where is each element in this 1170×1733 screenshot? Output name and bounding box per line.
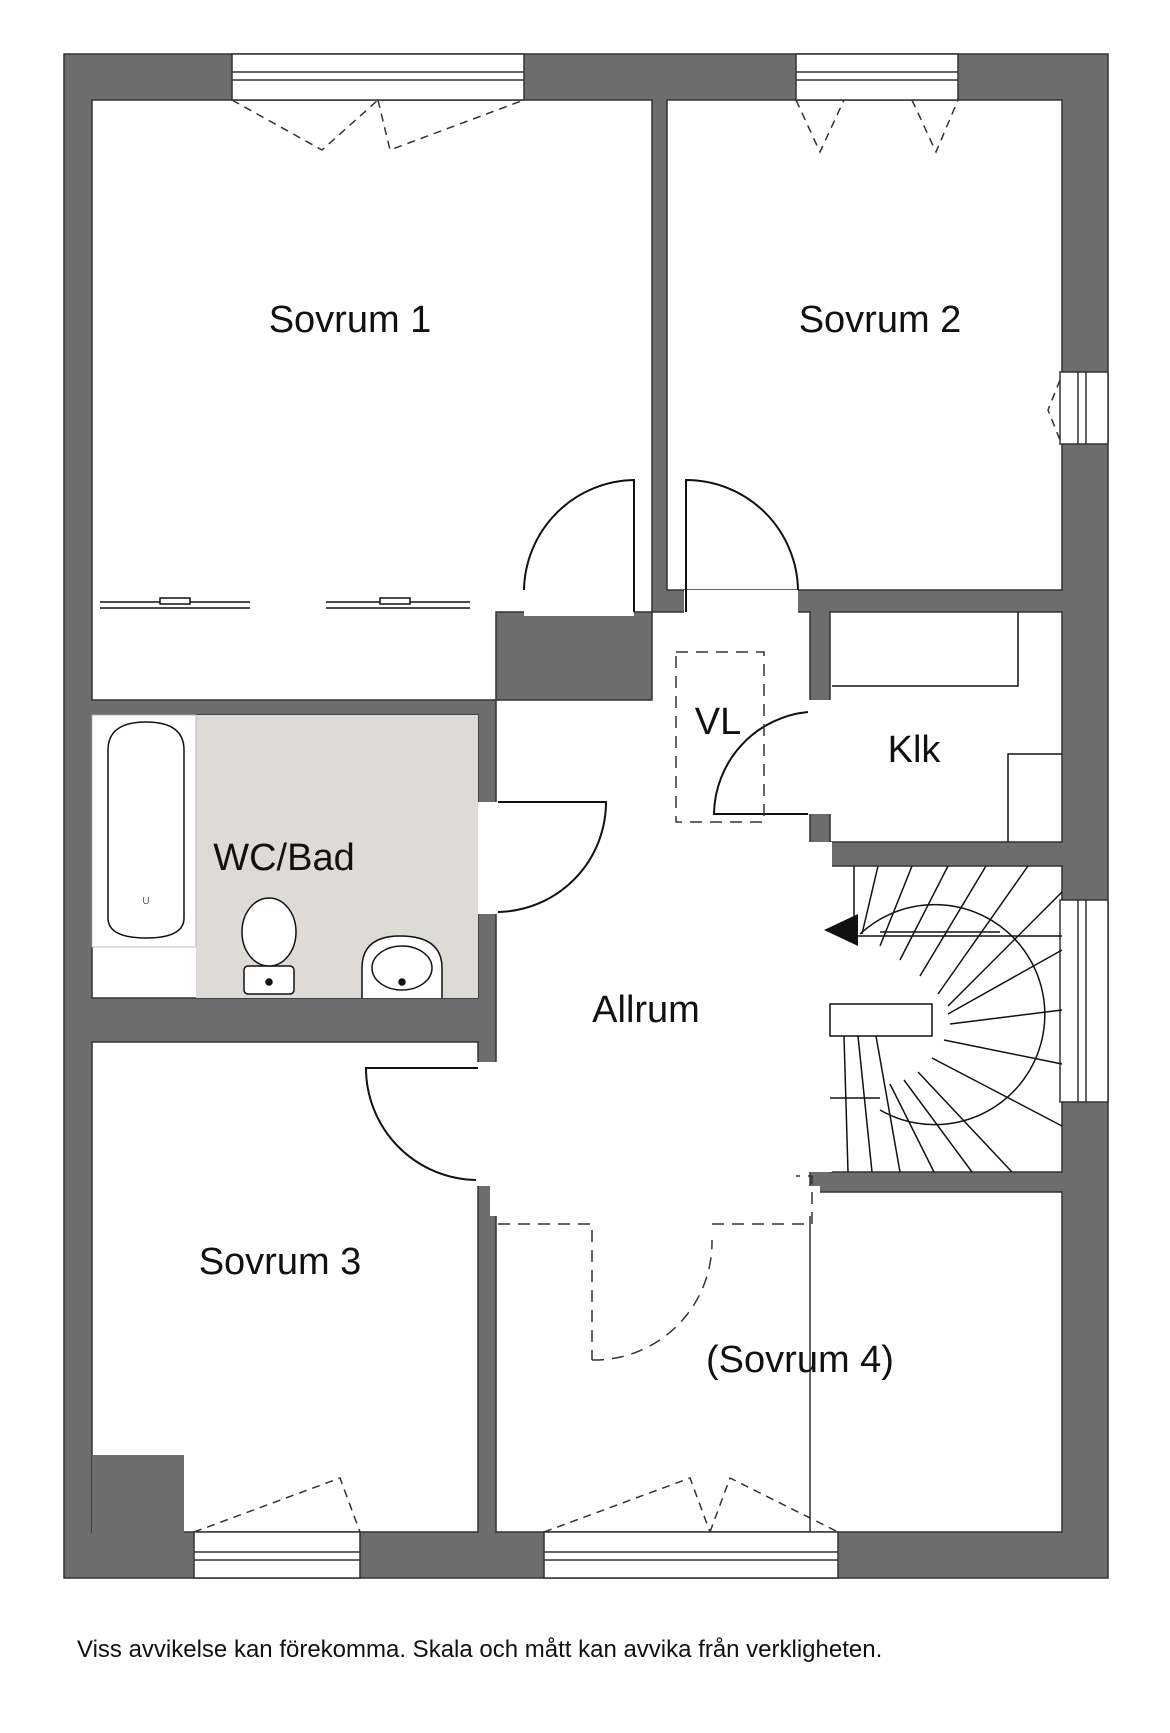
klk-shelves — [832, 612, 1062, 842]
sink — [361, 935, 443, 998]
gap-sovrum2-door — [684, 590, 798, 616]
svg-text:U: U — [142, 896, 149, 907]
label-klk: Klk — [888, 729, 942, 771]
door-sovrum3 — [364, 1067, 478, 1181]
doors — [364, 478, 809, 1181]
label-wc-bad: WC/Bad — [213, 837, 354, 879]
sovrum4-partition — [498, 1175, 813, 1361]
disclaimer-note: Viss avvikelse kan förekomma. Skala och … — [77, 1636, 883, 1663]
gap-wc-door — [476, 802, 498, 914]
bathtub-area — [91, 714, 197, 948]
door-sovrum2 — [685, 478, 799, 612]
wardrobe-sovrum1 — [100, 597, 470, 609]
window-sovrum1 — [231, 53, 525, 101]
window-stair — [1059, 899, 1109, 1103]
label-vl: VL — [695, 701, 741, 743]
gap-stair — [808, 842, 832, 1172]
window-sovrum2-side — [1059, 371, 1109, 445]
window-sovrum4 — [543, 1531, 839, 1579]
gap-sovrum1-door — [524, 590, 634, 616]
gap-sovrum4-open — [490, 1186, 820, 1216]
bathtub: U — [107, 721, 185, 939]
label-sovrum2: Sovrum 2 — [799, 299, 962, 341]
door-klk — [712, 711, 809, 815]
staircase — [829, 865, 1063, 1173]
window-sovrum2 — [795, 53, 959, 101]
door-sovrum1 — [523, 478, 635, 612]
stair-landing — [829, 1003, 933, 1037]
label-sovrum1: Sovrum 1 — [269, 299, 432, 341]
gap-klk-door — [808, 700, 832, 814]
window-sovrum3 — [193, 1531, 361, 1579]
corner-nib — [92, 1455, 184, 1535]
walls — [63, 53, 1109, 1579]
gap-sovrum3-door — [476, 1062, 498, 1186]
vl-closet — [675, 651, 765, 823]
toilet — [241, 897, 297, 995]
label-allrum: Allrum — [592, 989, 700, 1031]
label-sovrum3: Sovrum 3 — [199, 1241, 362, 1283]
arrow-left-icon — [824, 914, 858, 946]
label-sovrum4: (Sovrum 4) — [706, 1339, 894, 1381]
window-swings — [193, 99, 1061, 1533]
door-wc — [497, 801, 608, 913]
windows — [193, 53, 1109, 1579]
